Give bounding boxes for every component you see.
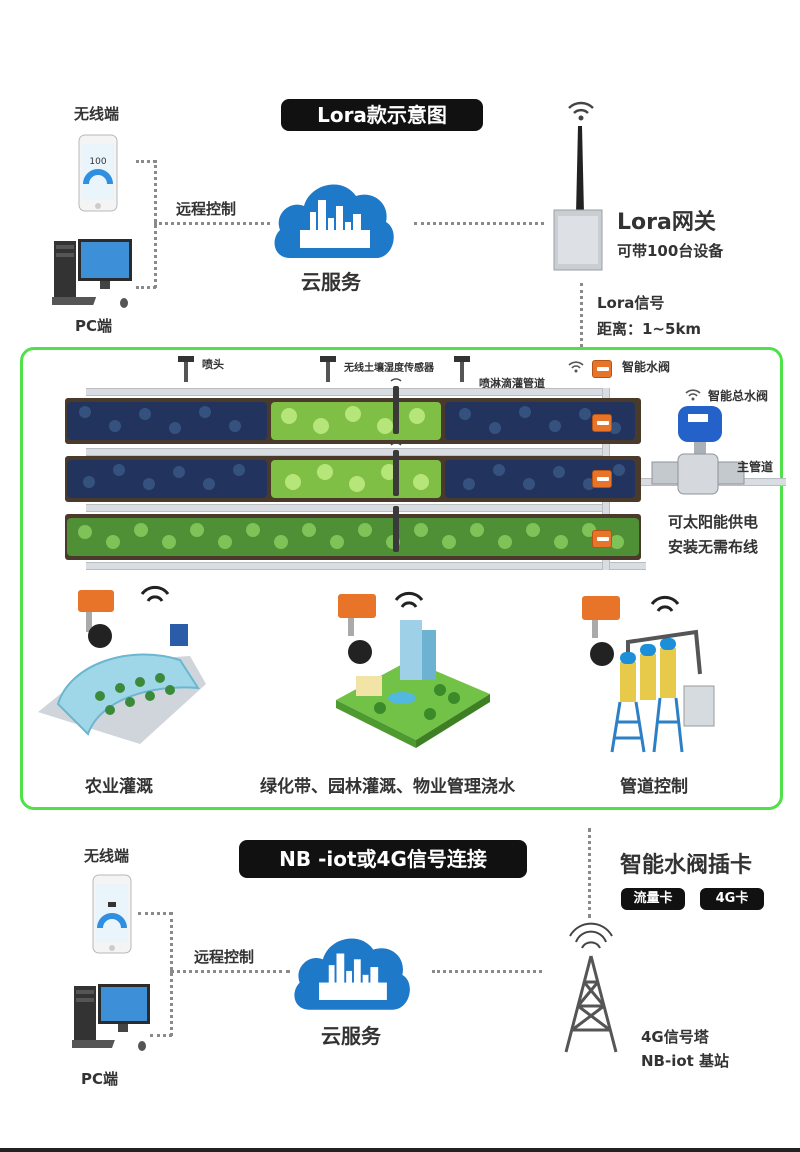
wireless-terminal-label: 无线端 <box>84 847 130 865</box>
garden-illustration <box>330 590 494 750</box>
soil-sensor-icon <box>389 496 403 554</box>
signal-tower-icon <box>558 922 624 1056</box>
mid-pipe-1 <box>86 448 606 456</box>
flow-card-badge: 流量卡 <box>621 888 685 910</box>
connector-cloud-tower <box>432 970 542 973</box>
crop-row-3 <box>65 514 641 560</box>
wifi-icon <box>565 98 597 122</box>
top-pipe <box>86 388 606 396</box>
main-valve-label: 智能总水阀 <box>708 389 769 403</box>
pc-terminal-label: PC端 <box>75 317 113 335</box>
crop-row-1 <box>65 398 641 444</box>
smart-valve-icon <box>592 470 612 488</box>
soil-sensor-label: 无线土壤湿度传感器 <box>344 363 434 374</box>
remote-control-label: 远程控制 <box>176 200 237 218</box>
connector-to-cloud <box>170 970 290 973</box>
pc-icon <box>47 237 134 311</box>
pipeline-illustration <box>576 592 728 760</box>
cloud-icon <box>290 924 414 1014</box>
sprinkler-icon <box>452 354 472 382</box>
4g-card-badge: 4G卡 <box>700 888 764 910</box>
crop-row-2 <box>65 456 641 502</box>
greenhouse-illustration <box>30 584 220 754</box>
gateway-title: Lora网关 <box>617 210 716 235</box>
connector-gateway-field <box>580 283 583 347</box>
mid-pipe-2 <box>86 504 606 512</box>
wifi-icon <box>567 358 585 373</box>
main-pipe-label: 主管道 <box>737 460 774 474</box>
smart-valve-icon <box>592 530 612 548</box>
smart-valve-label: 智能水阀 <box>622 360 671 374</box>
no-wiring-label: 安装无需布线 <box>668 538 759 556</box>
wifi-icon <box>684 386 702 401</box>
connector-pc <box>150 1034 172 1037</box>
remote-control-label: 远程控制 <box>194 948 255 966</box>
soil-sensor-icon <box>389 376 403 436</box>
cloud-icon <box>270 170 398 262</box>
connector-phone <box>136 160 156 163</box>
agri-irrigation-label: 农业灌溉 <box>85 777 153 797</box>
lora-title: Lora款示意图 <box>281 99 483 131</box>
nb-iot-station-label: NB-iot 基站 <box>641 1052 730 1070</box>
connector-cloud-gateway <box>414 222 544 225</box>
lora-distance-label: 距离：1~5km <box>597 320 702 338</box>
pc-terminal-label: PC端 <box>81 1070 119 1088</box>
smart-valve-icon <box>592 360 612 378</box>
gateway-subtitle: 可带100台设备 <box>617 242 724 260</box>
main-valve-icon <box>648 402 748 498</box>
pc-icon <box>67 982 152 1054</box>
nb-title: NB -iot或4G信号连接 <box>239 840 527 878</box>
phone-icon: 100 <box>78 134 118 212</box>
sprinkler-label: 喷头 <box>202 358 224 371</box>
cloud-service-label: 云服务 <box>321 1024 381 1048</box>
connector-phone <box>138 912 172 915</box>
phone-icon <box>92 874 132 954</box>
garden-irrigation-label: 绿化带、园林灌溉、物业管理浇水 <box>260 777 515 797</box>
lora-gateway-icon <box>548 124 608 274</box>
connector-field-card <box>588 828 591 918</box>
smart-valve-icon <box>592 414 612 432</box>
bottom-border <box>0 1148 800 1152</box>
pipeline-control-label: 管道控制 <box>620 777 688 797</box>
connector-pc <box>136 286 156 289</box>
connector-to-cloud <box>154 222 270 225</box>
phone-screen-value: 100 <box>89 157 106 167</box>
field-frame <box>20 347 783 810</box>
lora-signal-label: Lora信号 <box>597 294 665 312</box>
solar-power-label: 可太阳能供电 <box>668 513 759 531</box>
cloud-service-label: 云服务 <box>301 270 361 294</box>
irrigation-pipe-label: 喷淋滴灌管道 <box>479 377 545 390</box>
wireless-terminal-label: 无线端 <box>74 105 120 123</box>
smart-valve-card-title: 智能水阀插卡 <box>620 853 753 878</box>
sprinkler-icon <box>176 354 196 382</box>
soil-sensor-icon <box>389 440 403 498</box>
4g-tower-label: 4G信号塔 <box>641 1028 709 1046</box>
sprinkler-icon <box>318 354 338 382</box>
connector-vertical <box>170 912 173 1036</box>
bottom-pipe <box>86 562 646 570</box>
